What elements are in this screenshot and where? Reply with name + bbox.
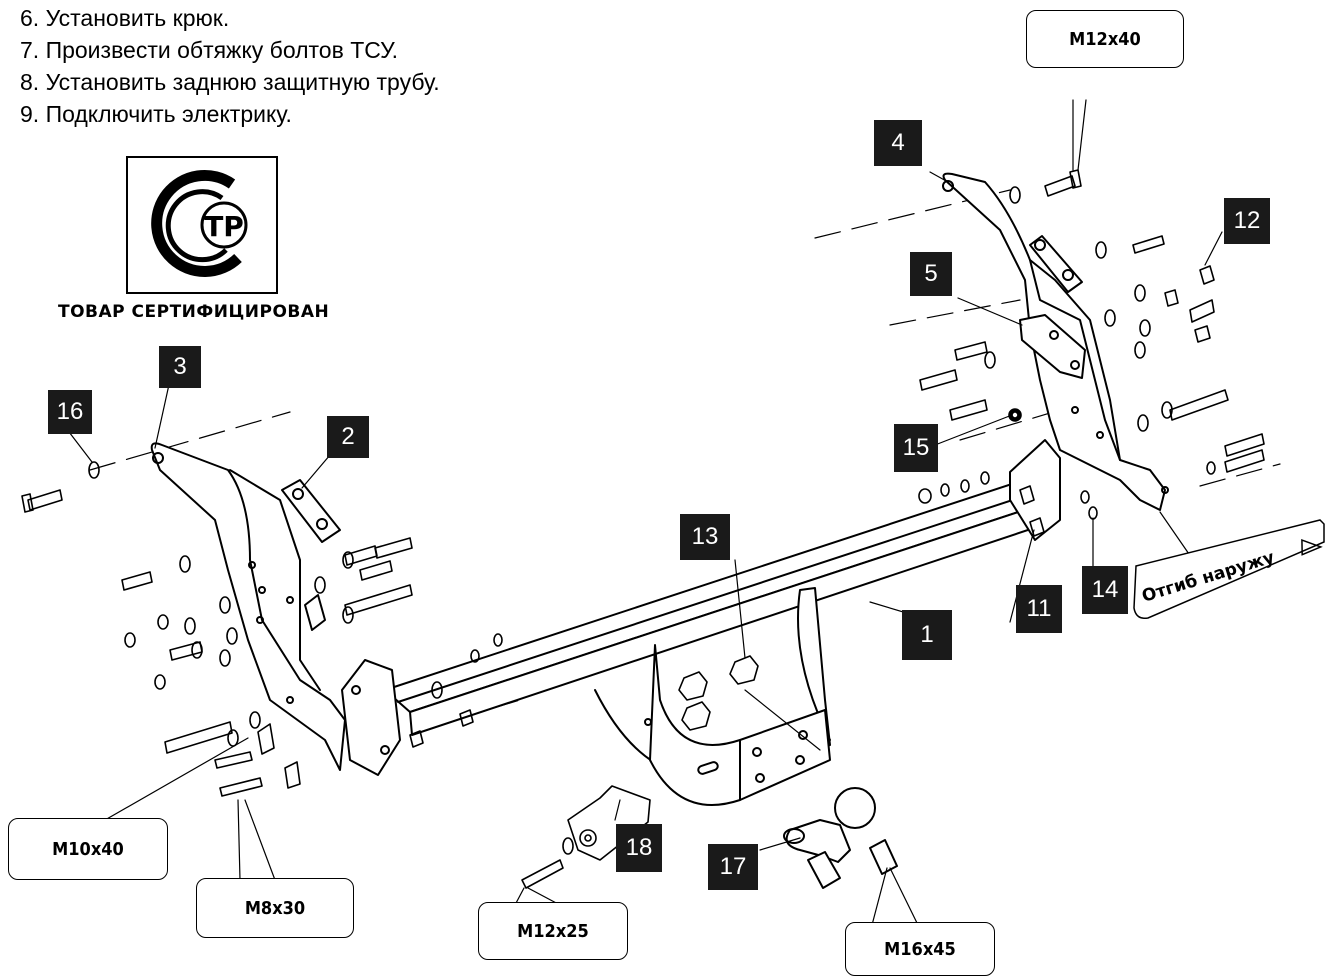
- step-8: 8. Установить заднюю защитную трубу.: [20, 69, 440, 95]
- triangle-arrow-icon: [1301, 539, 1323, 556]
- center-hitch-bracket: [594, 587, 831, 806]
- part-label-4: 4: [874, 120, 922, 166]
- part-label-12: 12: [1224, 198, 1270, 244]
- part-label-2: 2: [327, 416, 369, 458]
- certification-logo-letters: ТР: [204, 210, 244, 243]
- part-label-5: 5: [910, 252, 952, 296]
- certification-caption: ТОВАР СЕРТИФИЦИРОВАН: [58, 302, 330, 322]
- left-side-bracket: [150, 442, 346, 771]
- part-label-3: 3: [159, 346, 201, 388]
- part-label-18: 18: [616, 824, 662, 872]
- tow-ball: [783, 787, 898, 889]
- bolt-callout-m12x40: M12x40: [1026, 10, 1184, 68]
- bolt-callout-m12x25: M12x25: [478, 902, 628, 960]
- part-label-15: 15: [894, 424, 938, 472]
- certification-mark-icon: ТР: [151, 169, 248, 277]
- bolt-callout-m8x30: M8x30: [196, 878, 354, 938]
- leader-lines: [65, 99, 1223, 926]
- bolt-callout-m16x45: M16x45: [845, 922, 995, 976]
- part-label-1: 1: [902, 610, 952, 660]
- part-label-16: 16: [48, 390, 92, 434]
- part-label-14: 14: [1082, 566, 1128, 614]
- right-mount-plate: [1019, 235, 1086, 379]
- fasteners: [21, 169, 1265, 889]
- step-9: 9. Подключить электрику.: [20, 101, 292, 127]
- right-end-plate: [1009, 439, 1061, 541]
- part-label-11: 11: [1016, 585, 1062, 633]
- step-7: 7. Произвести обтяжку болтов ТСУ.: [20, 37, 399, 63]
- part-label-13: 13: [680, 514, 730, 560]
- part-label-17: 17: [708, 844, 758, 890]
- step-6: 6. Установить крюк.: [20, 5, 230, 31]
- certification-logo: ТР: [126, 156, 278, 294]
- left-strip-plate: [281, 479, 341, 631]
- bend-outward-note: Отгиб наружу: [1128, 518, 1325, 622]
- left-end-plate: [341, 659, 401, 776]
- bend-outward-callout: Отгиб наружу: [1133, 519, 1325, 620]
- bolt-callout-m10x40: M10x40: [8, 818, 168, 880]
